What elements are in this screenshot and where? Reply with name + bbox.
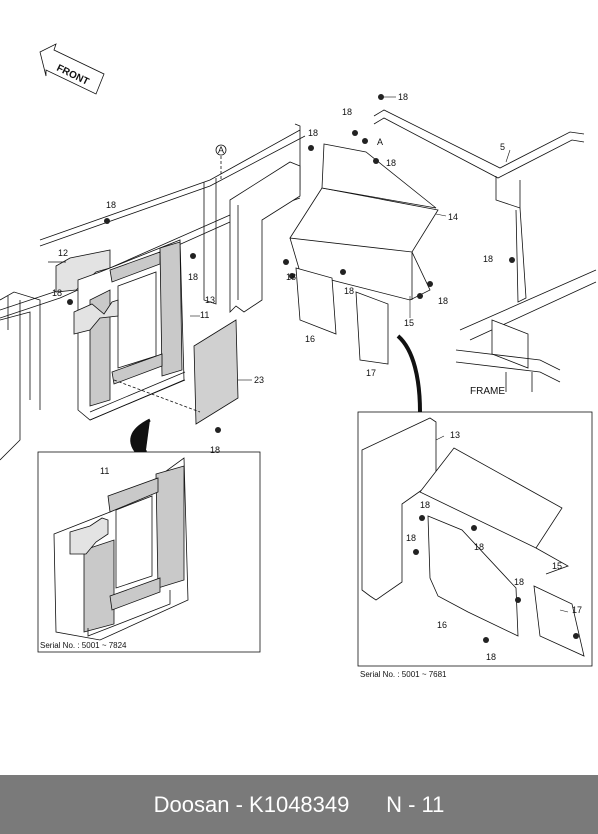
detail-left-serial: Serial No. : 5001 ~ 7824 xyxy=(40,641,127,650)
footer-part-number: K1048349 xyxy=(249,791,350,817)
callout-18j: 18 xyxy=(438,296,448,306)
detail-right-callout-18c: 18 xyxy=(474,542,484,552)
part-13-plate xyxy=(229,161,301,313)
detail-arrow-right xyxy=(396,334,422,413)
bolt-icons xyxy=(67,94,579,643)
part-17-plate xyxy=(355,291,389,365)
callout-14: 14 xyxy=(448,212,458,222)
detail-right-callout-16: 16 xyxy=(437,620,447,630)
callout-18e: 18 xyxy=(106,200,116,210)
callout-18b: 18 xyxy=(342,107,352,117)
part-23-screen xyxy=(113,319,239,425)
detail-right-callout-18d: 18 xyxy=(514,577,524,587)
frame-label: FRAME xyxy=(470,386,505,397)
footer-brand: Doosan xyxy=(153,791,230,817)
parts-diagram: FRONT A A FRAME 12 11 13 14 15 16 17 23 … xyxy=(0,43,597,679)
marker-a-2: A xyxy=(377,137,383,147)
callout-18d: 18 xyxy=(386,158,396,168)
callout-11: 11 xyxy=(200,310,209,320)
front-arrow-icon xyxy=(39,43,105,95)
footer-bar: Doosan - K1048349 N - 11 xyxy=(0,775,598,834)
upper-rail xyxy=(39,129,306,247)
callout-18f: 18 xyxy=(188,272,198,282)
detail-right-callout-13: 13 xyxy=(450,430,460,440)
callout-12: 12 xyxy=(58,248,68,258)
detail-right-serial: Serial No. : 5001 ~ 7681 xyxy=(360,670,447,679)
part-16-plate xyxy=(295,267,337,335)
marker-a: A xyxy=(218,145,224,155)
detail-box-right xyxy=(357,411,593,667)
detail-left-callout-11: 11 xyxy=(100,466,109,476)
callout-16: 16 xyxy=(305,334,315,344)
part-14-shroud xyxy=(289,143,439,301)
detail-right-callout-17: 17 xyxy=(572,605,582,615)
callout-13: 13 xyxy=(205,295,215,305)
callout-17: 17 xyxy=(366,368,376,378)
detail-right-callout-18b: 18 xyxy=(406,533,416,543)
callout-18c: 18 xyxy=(308,128,318,138)
callout-18g: 18 xyxy=(52,288,62,298)
callout-18a: 18 xyxy=(398,92,408,102)
part-11-panel xyxy=(73,239,186,421)
footer-gap xyxy=(349,792,386,818)
detail-box-left xyxy=(37,451,261,653)
callout-18h: 18 xyxy=(286,272,296,282)
detail-right-callout-18e: 18 xyxy=(486,652,496,662)
vertical-post xyxy=(203,144,227,305)
leader-lines xyxy=(190,96,569,613)
labels: FRONT A A FRAME 12 11 13 14 15 16 17 23 … xyxy=(40,63,582,679)
footer-separator: - xyxy=(229,791,250,817)
detail-right-callout-18a: 18 xyxy=(420,500,430,510)
part-12-bracket xyxy=(48,249,111,293)
callout-15: 15 xyxy=(404,318,414,328)
callout-18l: 18 xyxy=(210,445,220,455)
part-5-frame-bracket xyxy=(373,109,585,303)
callout-18i: 18 xyxy=(344,286,354,296)
callout-5: 5 xyxy=(500,142,505,152)
detail-arrow-left xyxy=(130,418,151,459)
callout-18k: 18 xyxy=(483,254,493,264)
detail-right-callout-15: 15 xyxy=(552,561,562,571)
footer-page-ref: N - 11 xyxy=(386,791,445,817)
frame-structure xyxy=(455,269,597,392)
callout-23: 23 xyxy=(254,375,264,385)
